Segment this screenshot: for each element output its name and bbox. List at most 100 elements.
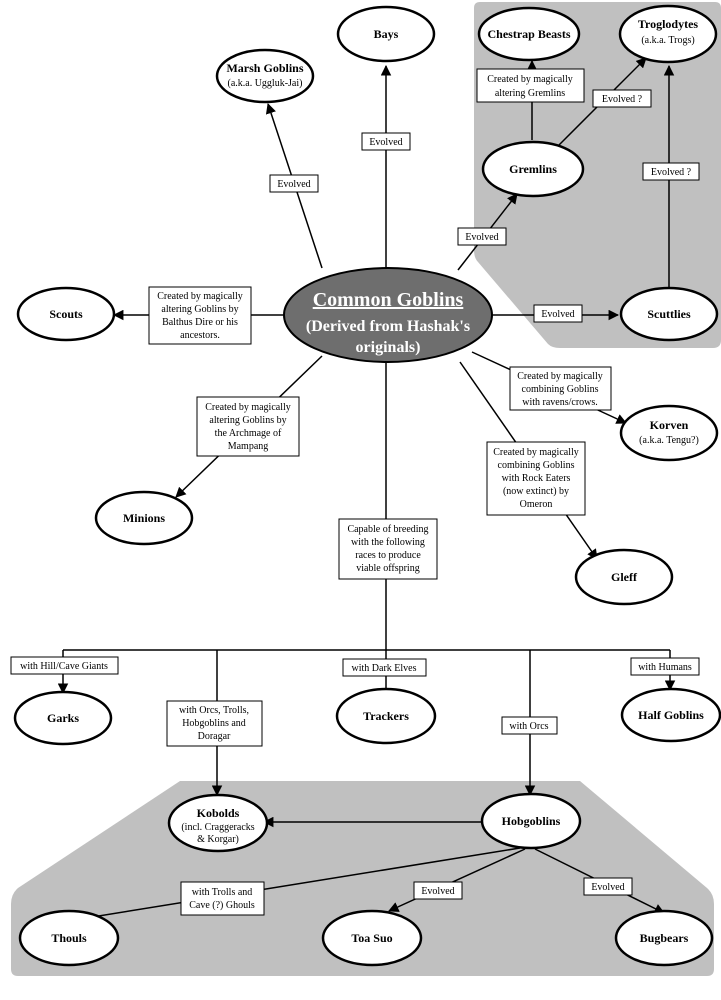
label-korven-made-box	[509, 366, 612, 411]
label-with-orcs-trolls-line-1: with Orcs, Trolls,	[179, 705, 249, 716]
label-evolved-bugbears: Evolved	[583, 877, 633, 896]
label-evolved-gremlins-text: Evolved	[465, 232, 498, 243]
label-gremlin-made: Created by magically altering Gremlins	[476, 68, 585, 103]
gremlins-ellipse	[481, 140, 585, 198]
label-evolved-q-scuttlies: Evolved ?	[642, 162, 700, 181]
label-with-giants-box	[10, 656, 119, 675]
label-evolved-q-gremlins: Evolved ?	[592, 89, 652, 108]
label-korven-made-line-2: combining Goblins	[522, 384, 599, 395]
label-evolved-toasuo: Evolved	[413, 881, 463, 900]
label-breeding: Capable of breeding with the following r…	[338, 518, 438, 580]
label-gleff-made-box	[486, 441, 586, 516]
label-with-orcs-trolls-line-3: Doragar	[198, 731, 231, 742]
label-with-orcs-trolls-box	[166, 700, 263, 747]
label-evolved-bugbears-text: Evolved	[591, 882, 624, 893]
label-evolved-q-gremlins-box	[592, 89, 652, 108]
label-minions-made-line-3: the Archmage of	[215, 428, 282, 439]
minions-label: Minions	[123, 511, 165, 525]
label-gremlin-made-box	[476, 68, 585, 103]
halfgoblins-ellipse	[620, 687, 721, 743]
halfgoblins-label: Half Goblins	[638, 708, 704, 722]
node-kobolds: Kobolds (incl. Craggeracks & Korgar)	[167, 793, 269, 853]
label-minions-made-line-1: Created by magically	[205, 402, 291, 413]
label-evolved-marsh-text: Evolved	[277, 179, 310, 190]
node-garks: Garks	[13, 690, 113, 746]
node-scouts: Scouts	[16, 286, 116, 342]
label-with-orcs-trolls: with Orcs, Trolls, Hobgoblins and Doraga…	[166, 700, 263, 747]
node-thouls: Thouls	[18, 909, 120, 967]
label-with-orcs-trolls-line-2: Hobgoblins and	[182, 718, 246, 729]
label-with-orcs-text: with Orcs	[509, 721, 548, 732]
scouts-ellipse	[16, 286, 116, 342]
label-korven-made-line-1: Created by magically	[517, 371, 603, 382]
edge-hobgoblins-toasuo	[388, 848, 526, 912]
label-with-dark-elves: with Dark Elves	[342, 658, 427, 677]
edge-hobgoblins-thouls	[78, 847, 521, 923]
kobolds-sublabel-2: & Korgar)	[197, 834, 239, 845]
center-title: Common Goblins	[313, 289, 464, 311]
label-gleff-made-line-5: Omeron	[520, 499, 553, 510]
node-bays: Bays	[336, 5, 436, 63]
label-scouts-made: Created by magically altering Goblins by…	[148, 286, 252, 345]
label-minions-made-line-4: Mampang	[228, 441, 269, 452]
label-with-orcs: with Orcs	[501, 716, 558, 735]
label-scouts-made-box	[148, 286, 252, 345]
thouls-ellipse	[18, 909, 120, 967]
marsh-sublabel: (a.k.a. Uggluk-Jai)	[228, 78, 303, 89]
kobolds-label: Kobolds	[197, 806, 240, 820]
node-troglodytes: Troglodytes (a.k.a. Trogs)	[618, 4, 718, 64]
label-gleff-made-line-2: combining Goblins	[498, 460, 575, 471]
chestrap-ellipse	[477, 6, 581, 62]
label-gleff-made-line-3: with Rock Eaters	[502, 473, 571, 484]
label-with-trolls-ghouls-line-2: Cave (?) Ghouls	[189, 900, 255, 911]
label-evolved-bugbears-box	[583, 877, 633, 896]
label-evolved-bays-text: Evolved	[369, 137, 402, 148]
label-with-humans-box	[630, 657, 700, 676]
label-evolved-marsh: Evolved	[269, 174, 319, 193]
label-breeding-line-4: viable offspring	[356, 563, 419, 574]
minions-ellipse	[94, 490, 194, 546]
kobolds-sublabel-1: (incl. Craggeracks	[181, 822, 254, 833]
gremlins-label: Gremlins	[509, 162, 557, 176]
marsh-ellipse	[215, 48, 315, 104]
label-evolved-q-gremlins-text: Evolved ?	[602, 94, 643, 105]
toasuo-ellipse	[321, 909, 423, 967]
troglodytes-ellipse	[618, 4, 718, 64]
node-scuttlies: Scuttlies	[619, 286, 719, 342]
center-subtitle-2: originals)	[356, 339, 421, 356]
node-korven: Korven (a.k.a. Tengu?)	[619, 404, 719, 462]
node-trackers: Trackers	[335, 687, 437, 745]
hobgoblins-label: Hobgoblins	[502, 814, 561, 828]
thouls-label: Thouls	[51, 931, 87, 945]
label-with-giants: with Hill/Cave Giants	[10, 656, 119, 675]
label-with-giants-text: with Hill/Cave Giants	[20, 661, 108, 672]
bays-label: Bays	[374, 27, 399, 41]
scuttlies-ellipse	[619, 286, 719, 342]
node-chestrap-beasts: Chestrap Beasts	[477, 6, 581, 62]
korven-ellipse	[619, 404, 719, 462]
scuttlies-label: Scuttlies	[647, 307, 691, 321]
label-minions-made: Created by magically altering Goblins by…	[196, 396, 300, 457]
label-evolved-bays-box	[361, 132, 411, 151]
node-common-goblins: Common Goblins (Derived from Hashak's or…	[283, 267, 493, 363]
node-gleff: Gleff	[574, 548, 674, 606]
node-minions: Minions	[94, 490, 194, 546]
label-gremlin-made-line-2: altering Gremlins	[495, 88, 565, 99]
label-gleff-made-line-4: (now extinct) by	[503, 486, 569, 497]
gleff-label: Gleff	[611, 570, 638, 584]
troglodytes-label: Troglodytes	[638, 17, 699, 31]
garks-ellipse	[13, 690, 113, 746]
label-with-trolls-ghouls-box	[180, 881, 265, 916]
marsh-label: Marsh Goblins	[226, 61, 303, 75]
label-korven-made: Created by magically combining Goblins w…	[509, 366, 612, 411]
label-evolved-toasuo-text: Evolved	[421, 886, 454, 897]
label-breeding-line-2: with the following	[351, 537, 425, 548]
label-evolved-scuttlies: Evolved	[533, 304, 583, 323]
trackers-ellipse	[335, 687, 437, 745]
label-minions-made-box	[196, 396, 300, 457]
garks-label: Garks	[47, 711, 79, 725]
bugbears-ellipse	[614, 909, 714, 967]
toasuo-label: Toa Suo	[351, 931, 392, 945]
